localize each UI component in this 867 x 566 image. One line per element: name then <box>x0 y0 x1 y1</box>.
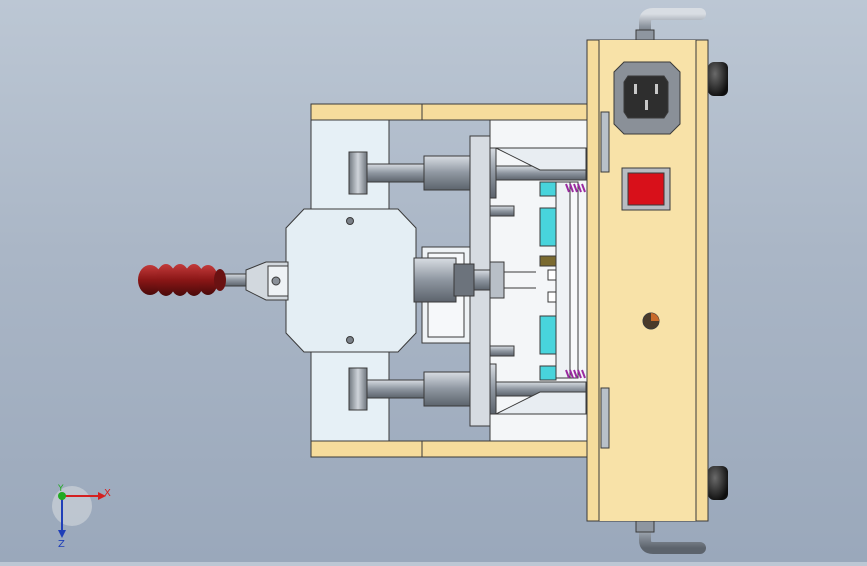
coordinate-triad: X Y Z <box>52 484 111 550</box>
guide-rails <box>310 103 588 458</box>
power-inlet[interactable] <box>613 61 681 135</box>
triad-x-label: X <box>104 488 111 499</box>
cavity-inserts <box>539 181 579 381</box>
handle-knob[interactable] <box>138 264 226 296</box>
center-mold-plate <box>413 135 536 427</box>
side-handles[interactable] <box>635 8 706 554</box>
handle-assembly <box>217 261 289 301</box>
rocker-switch[interactable] <box>621 167 671 211</box>
triad-y-label: Y <box>57 484 64 494</box>
rubber-feet <box>708 62 728 500</box>
triad-z-label: Z <box>58 539 65 550</box>
springs <box>565 183 586 379</box>
